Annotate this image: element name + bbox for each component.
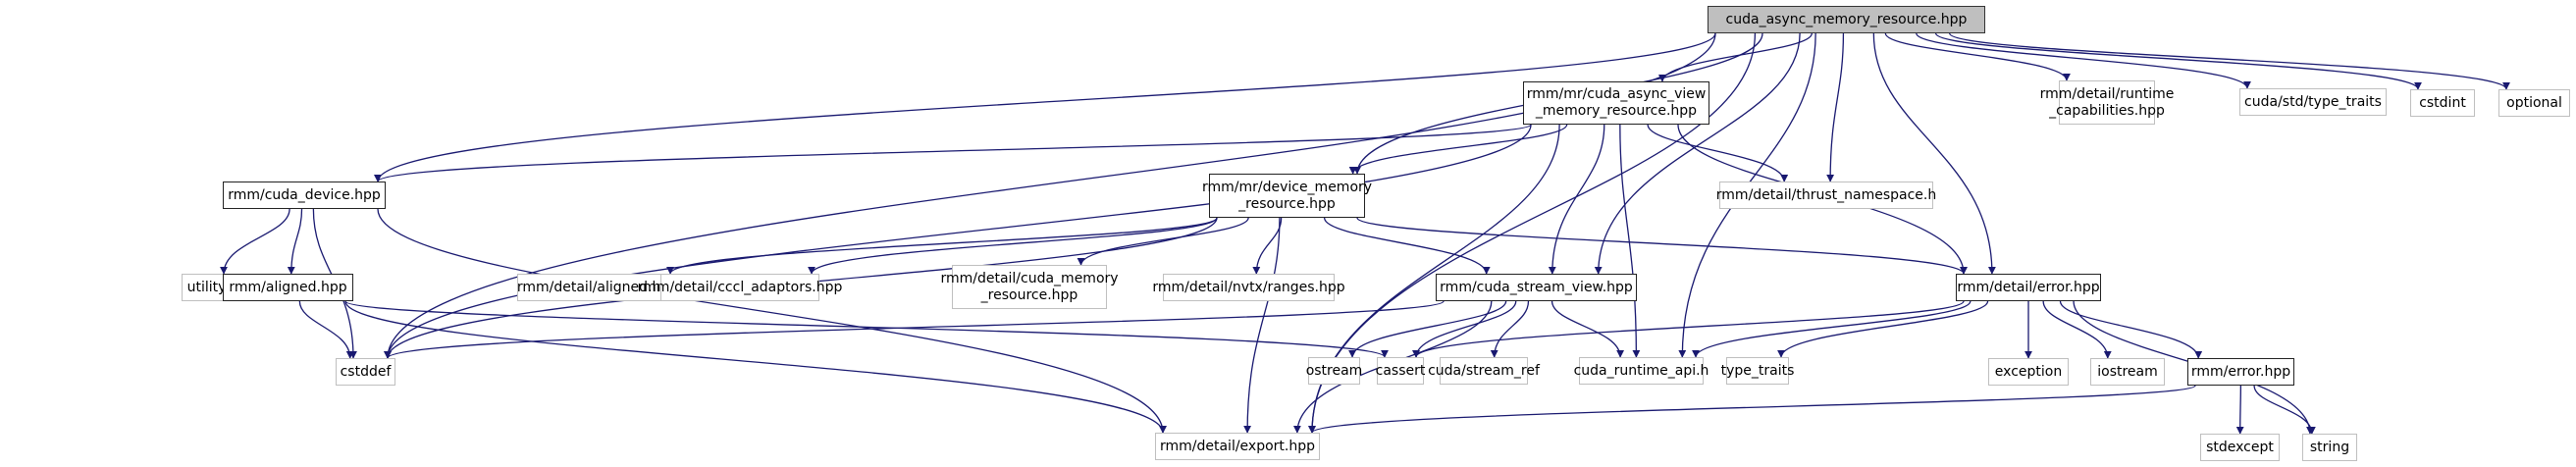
edge-async_view-to-thrust_ns — [1647, 124, 1789, 182]
edge-root-to-std_type_traits — [1916, 32, 2251, 89]
edge-device_mr-to-stream_view — [1323, 217, 1491, 275]
node-cccl-adaptors: rmm/detail/cccl_adaptors.hpp — [638, 274, 842, 301]
edge-root-to-cuda_device — [374, 32, 1716, 182]
edge-root-to-detail_error — [1872, 32, 1996, 275]
edge-root-to-async_view — [1657, 32, 1813, 82]
edge-root-to-stream_view — [1594, 32, 1801, 275]
edge-detail_error-to-iostream — [2042, 300, 2112, 359]
edge-rmm_error-to-stdexcept — [2235, 385, 2244, 435]
edge-root-to-runtime_cap — [1884, 32, 2071, 81]
edge-root-to-export — [1308, 32, 1757, 434]
node-type-traits: type_traits — [1721, 357, 1794, 385]
edge-aligned-to-export — [344, 300, 1167, 434]
edge-detail_error-to-rmm_error — [2059, 300, 2203, 359]
node-cstdint: cstdint — [2410, 89, 2475, 117]
edge-async_view-to-device_mr — [1348, 124, 1568, 175]
node-cstddef: cstddef — [336, 358, 395, 386]
node-runtime-capabilities: rmm/detail/runtime _capabilities.hpp — [2040, 80, 2174, 125]
edge-rmm_error-to-string — [2253, 385, 2316, 435]
edge-async_view-to-cuda_runtime — [1619, 124, 1641, 358]
node-device-memory-resource[interactable]: rmm/mr/device_memory _resource.hpp — [1202, 174, 1372, 218]
node-rmm-error[interactable]: rmm/error.hpp — [2187, 358, 2294, 386]
edge-cuda_device-to-aligned — [287, 208, 303, 275]
node-cuda-memory-resource: rmm/detail/cuda_memory _resource.hpp — [940, 265, 1119, 309]
node-detail-error[interactable]: rmm/detail/error.hpp — [1956, 274, 2101, 301]
node-thrust-namespace: rmm/detail/thrust_namespace.h — [1716, 182, 1936, 209]
edge-rmm_error-to-export — [1308, 385, 2196, 434]
node-cuda-async-view-memory-resource[interactable]: rmm/mr/cuda_async_view _memory_resource.… — [1523, 81, 1709, 125]
edge-root-to-thrust_ns — [1826, 32, 1845, 182]
node-detail-aligned: rmm/detail/aligned.hpp — [517, 274, 678, 301]
edge-device_mr-to-detail_aligned — [666, 217, 1218, 275]
node-cassert: cassert — [1376, 357, 1425, 385]
edge-cuda_device-to-export — [377, 208, 1167, 434]
edge-stream_view-to-ostream — [1348, 300, 1507, 358]
node-cuda-runtime-api: cuda_runtime_api.h — [1574, 357, 1709, 385]
node-cuda-device[interactable]: rmm/cuda_device.hpp — [223, 182, 386, 209]
node-cuda-stream-ref: cuda/stream_ref — [1428, 357, 1540, 385]
edge-async_view-to-cstddef — [384, 124, 1532, 359]
edge-stream_view-to-cuda_runtime — [1551, 300, 1625, 358]
edge-detail_error-to-cassert — [1412, 300, 1965, 358]
edge-aligned-to-cstddef — [298, 300, 354, 359]
edge-stream_view-to-cstddef — [384, 300, 1445, 359]
node-optional: optional — [2498, 89, 2570, 117]
edge-device_mr-to-cuda_mr — [1077, 217, 1249, 266]
edge-device_mr-to-cccl — [808, 217, 1218, 275]
node-rmm-aligned[interactable]: rmm/aligned.hpp — [223, 274, 353, 301]
node-iostream: iostream — [2090, 358, 2165, 386]
edge-root-to-cstddef — [384, 32, 1716, 359]
edge-device_mr-to-export — [1243, 217, 1281, 434]
edge-stream_view-to-stream_ref — [1490, 300, 1530, 358]
node-cuda-std-type-traits: cuda/std/type_traits — [2239, 88, 2387, 116]
edge-async_view-to-cuda_device — [374, 124, 1532, 182]
node-stdexcept: stdexcept — [2200, 434, 2280, 461]
edge-root-to-optional — [1949, 32, 2510, 90]
edge-stream_view-to-cassert — [1412, 300, 1517, 358]
edge-async_view-to-stream_view — [1548, 124, 1605, 275]
node-cuda-stream-view[interactable]: rmm/cuda_stream_view.hpp — [1436, 274, 1637, 301]
node-root-cuda-async-memory-resource: cuda_async_memory_resource.hpp — [1708, 6, 1985, 33]
edge-device_mr-to-nvtx — [1252, 217, 1283, 275]
edge-detail_error-to-cuda_runtime — [1692, 300, 1971, 358]
node-exception: exception — [1988, 358, 2069, 386]
edge-aligned-to-cassert — [344, 300, 1389, 358]
node-nvtx-ranges: rmm/detail/nvtx/ranges.hpp — [1152, 274, 1345, 301]
edge-cuda_device-to-utility — [220, 208, 290, 275]
node-ostream: ostream — [1306, 357, 1362, 385]
edge-device_mr-to-detail_error — [1356, 217, 1968, 275]
node-detail-export: rmm/detail/export.hpp — [1155, 433, 1320, 460]
node-string: string — [2302, 434, 2357, 461]
edge-root-to-cstdint — [1934, 32, 2422, 90]
edge-detail_error-to-type_traits — [1777, 300, 1989, 358]
